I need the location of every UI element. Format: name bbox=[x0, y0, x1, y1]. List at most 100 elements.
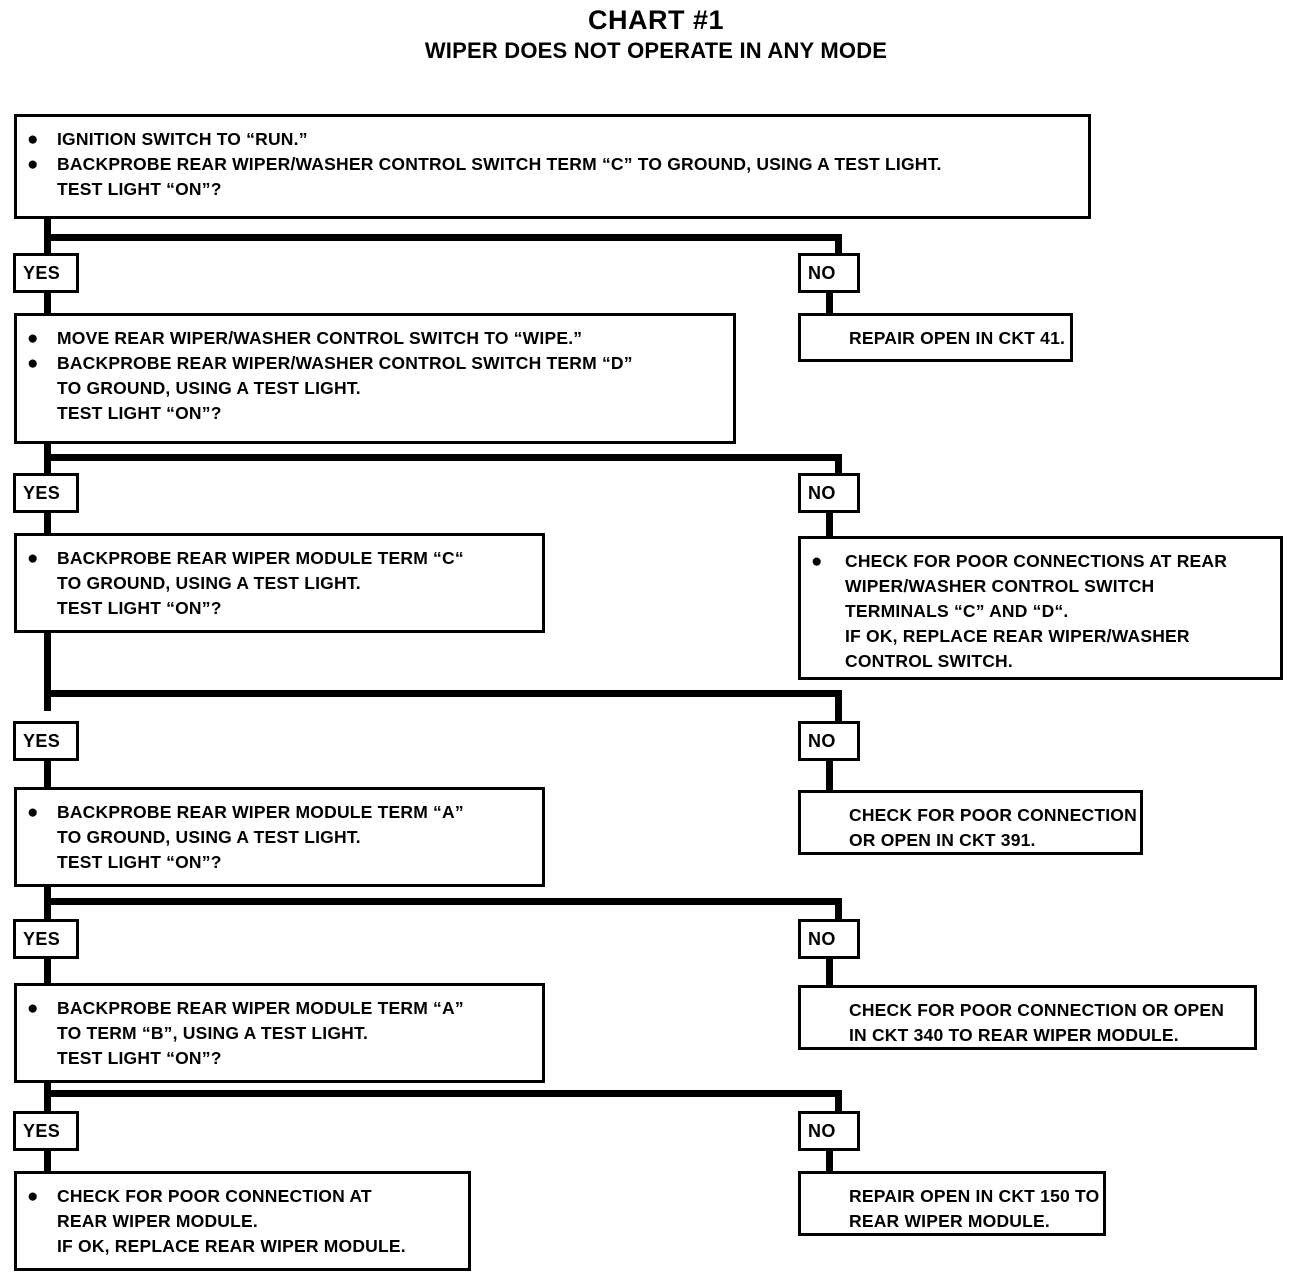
node-text-line: ● BACKPROBE REAR WIPER/WASHER CONTROL SWI… bbox=[27, 152, 1080, 177]
node-text-line: ●BACKPROBE REAR WIPER MODULE TERM “C“ bbox=[27, 546, 534, 571]
node-text-line: ●IN CKT 340 TO REAR WIPER MODULE. bbox=[815, 1023, 1246, 1048]
node-text-line: ● CHECK FOR POOR CONNECTIONS AT REAR bbox=[811, 549, 1272, 574]
node-step4-content: ● BACKPROBE REAR WIPER MODULE TERM “A” ●TO… bbox=[17, 790, 542, 883]
node-text: CHECK FOR POOR CONNECTIONS AT REAR bbox=[845, 551, 1228, 571]
node-text-line: ●CONTROL SWITCH. bbox=[811, 649, 1272, 674]
branch-label: YES bbox=[23, 482, 61, 503]
node-text: TEST LIGHT “ON”? bbox=[57, 598, 222, 618]
connector-yes4-to-step5 bbox=[44, 958, 51, 984]
bullet-icon: ● bbox=[27, 1186, 39, 1207]
bullet-icon: ● bbox=[27, 353, 39, 374]
node-text: CHECK FOR POOR CONNECTION AT bbox=[57, 1186, 372, 1206]
node-text-line: ●WIPER/WASHER CONTROL SWITCH bbox=[811, 574, 1272, 599]
node-step1-no-result-content: ●REPAIR OPEN IN CKT 41. bbox=[801, 316, 1070, 359]
node-text: TEST LIGHT “ON”? bbox=[57, 403, 222, 423]
node-text: IGNITION SWITCH TO “RUN.” bbox=[57, 129, 308, 149]
branch-label: NO bbox=[808, 1120, 836, 1141]
node-step5-no-result[interactable]: ●REPAIR OPEN IN CKT 150 TO●REAR WIPER MO… bbox=[798, 1171, 1106, 1236]
node-text-line: ●TEST LIGHT “ON”? bbox=[27, 1046, 534, 1071]
node-text-line: ●BACKPROBE REAR WIPER/WASHER CONTROL SWI… bbox=[27, 351, 725, 376]
node-step3[interactable]: ●BACKPROBE REAR WIPER MODULE TERM “C“●TO… bbox=[14, 533, 545, 633]
connector-no4-to-box bbox=[826, 958, 833, 986]
node-text-line: ●REPAIR OPEN IN CKT 41. bbox=[815, 326, 1066, 351]
node-step4[interactable]: ● BACKPROBE REAR WIPER MODULE TERM “A” ●TO… bbox=[14, 787, 545, 887]
node-text: BACKPROBE REAR WIPER/WASHER CONTROL SWIT… bbox=[57, 154, 942, 174]
node-step4-no-result[interactable]: ●CHECK FOR POOR CONNECTION OR OPEN●IN CK… bbox=[798, 985, 1257, 1050]
node-text-line: ●TEST LIGHT “ON”? bbox=[27, 401, 725, 426]
branch-label: NO bbox=[808, 262, 836, 283]
node-text-line: ● CHECK FOR POOR CONNECTION AT bbox=[27, 1184, 460, 1209]
connector-no2-to-box bbox=[826, 512, 833, 537]
node-step3-no-result-content: ●CHECK FOR POOR CONNECTION●OR OPEN IN CK… bbox=[801, 793, 1140, 861]
node-text-line: ●REPAIR OPEN IN CKT 150 TO bbox=[815, 1184, 1099, 1209]
branch-tag-no-5: NO bbox=[798, 1111, 860, 1151]
connector-no3-to-box bbox=[826, 760, 833, 791]
node-text: REAR WIPER MODULE. bbox=[57, 1211, 258, 1231]
node-text: TO GROUND, USING A TEST LIGHT. bbox=[57, 573, 361, 593]
node-text-line: ●TERMINALS “C” AND “D“. bbox=[811, 599, 1272, 624]
node-text: TEST LIGHT “ON”? bbox=[57, 179, 222, 199]
branch-label: NO bbox=[808, 928, 836, 949]
bullet-icon: ● bbox=[27, 998, 39, 1019]
node-text: BACKPROBE REAR WIPER MODULE TERM “A” bbox=[57, 802, 464, 822]
node-step5-yes-result-content: ● CHECK FOR POOR CONNECTION AT ●REAR WIPER… bbox=[17, 1174, 468, 1267]
connector-step5-no-drop bbox=[835, 1090, 842, 1112]
branch-tag-no-1: NO bbox=[798, 253, 860, 293]
node-text-line: ●MOVE REAR WIPER/WASHER CONTROL SWITCH T… bbox=[27, 326, 725, 351]
branch-tag-yes-4: YES bbox=[13, 919, 79, 959]
bullet-icon: ● bbox=[27, 802, 39, 823]
connector-step5-drop bbox=[44, 1083, 51, 1115]
node-text: CHECK FOR POOR CONNECTION OR OPEN bbox=[849, 1000, 1225, 1020]
connector-no5-to-box bbox=[826, 1150, 833, 1172]
connector-yes1-to-step2 bbox=[44, 292, 51, 314]
node-text-line: ● BACKPROBE REAR WIPER MODULE TERM “A” bbox=[27, 800, 534, 825]
connector-step5-bar bbox=[44, 1090, 842, 1097]
node-text: CONTROL SWITCH. bbox=[845, 651, 1013, 671]
branch-tag-yes-2: YES bbox=[13, 473, 79, 513]
node-step5[interactable]: ●BACKPROBE REAR WIPER MODULE TERM “A”●TO… bbox=[14, 983, 545, 1083]
node-text-line: ●BACKPROBE REAR WIPER MODULE TERM “A” bbox=[27, 996, 534, 1021]
connector-step3-drop bbox=[44, 633, 51, 711]
connector-no1-to-box bbox=[826, 292, 833, 314]
branch-label: YES bbox=[23, 928, 61, 949]
node-text-line: ●CHECK FOR POOR CONNECTION OR OPEN bbox=[815, 998, 1246, 1023]
node-text: IF OK, REPLACE REAR WIPER/WASHER bbox=[845, 626, 1190, 646]
node-step2-no-result-content: ● CHECK FOR POOR CONNECTIONS AT REAR ●WIPE… bbox=[801, 539, 1280, 682]
node-step2[interactable]: ● MOVE REAR WIPER/WASHER CONTROL SWITCH T… bbox=[14, 313, 736, 444]
connector-yes3-to-step4 bbox=[44, 760, 51, 788]
page-subtitle: WIPER DOES NOT OPERATE IN ANY MODE bbox=[424, 38, 888, 63]
node-text-line: ●IGNITION SWITCH TO “RUN.” bbox=[27, 127, 1080, 152]
connector-step3-bar bbox=[44, 690, 842, 697]
connector-step2-bar bbox=[44, 454, 842, 461]
node-text-line: ●TO GROUND, USING A TEST LIGHT. bbox=[27, 825, 534, 850]
chart-title-block: CHART #1 WIPER DOES NOT OPERATE IN ANY M… bbox=[0, 4, 1312, 65]
bullet-icon: ● bbox=[27, 154, 39, 175]
node-text: WIPER/WASHER CONTROL SWITCH bbox=[845, 576, 1155, 596]
branch-tag-yes-1: YES bbox=[13, 253, 79, 293]
node-step1-content: ●IGNITION SWITCH TO “RUN.”● BACKPROBE REA… bbox=[17, 117, 1088, 210]
node-text-line: ●TO GROUND, USING A TEST LIGHT. bbox=[27, 571, 534, 596]
node-step1-no-result[interactable]: ●REPAIR OPEN IN CKT 41. bbox=[798, 313, 1073, 362]
node-text: REPAIR OPEN IN CKT 41. bbox=[849, 328, 1066, 348]
node-step2-no-result[interactable]: ● CHECK FOR POOR CONNECTIONS AT REAR ●WIPE… bbox=[798, 536, 1283, 680]
node-text: OR OPEN IN CKT 391. bbox=[849, 830, 1036, 850]
connector-yes5-to-box bbox=[44, 1150, 51, 1172]
node-step5-content: ●BACKPROBE REAR WIPER MODULE TERM “A”●TO… bbox=[17, 986, 542, 1079]
branch-tag-no-2: NO bbox=[798, 473, 860, 513]
node-text-line: ●TO TERM “B”, USING A TEST LIGHT. bbox=[27, 1021, 534, 1046]
node-step5-yes-result[interactable]: ● CHECK FOR POOR CONNECTION AT ●REAR WIPER… bbox=[14, 1171, 471, 1271]
node-text: IN CKT 340 TO REAR WIPER MODULE. bbox=[849, 1025, 1179, 1045]
bullet-icon: ● bbox=[811, 551, 823, 572]
node-step3-no-result[interactable]: ●CHECK FOR POOR CONNECTION●OR OPEN IN CK… bbox=[798, 790, 1143, 855]
node-step3-content: ●BACKPROBE REAR WIPER MODULE TERM “C“●TO… bbox=[17, 536, 542, 629]
branch-label: YES bbox=[23, 262, 61, 283]
node-text: MOVE REAR WIPER/WASHER CONTROL SWITCH TO… bbox=[57, 328, 583, 348]
node-text-line: ●REAR WIPER MODULE. bbox=[27, 1209, 460, 1234]
node-text: TO TERM “B”, USING A TEST LIGHT. bbox=[57, 1023, 369, 1043]
node-step5-no-result-content: ●REPAIR OPEN IN CKT 150 TO●REAR WIPER MO… bbox=[801, 1174, 1103, 1242]
node-step1[interactable]: ●IGNITION SWITCH TO “RUN.”● BACKPROBE REA… bbox=[14, 114, 1091, 219]
node-text-line: ●TEST LIGHT “ON”? bbox=[27, 177, 1080, 202]
node-text: REAR WIPER MODULE. bbox=[849, 1211, 1050, 1231]
connector-yes2-to-step3 bbox=[44, 512, 51, 534]
